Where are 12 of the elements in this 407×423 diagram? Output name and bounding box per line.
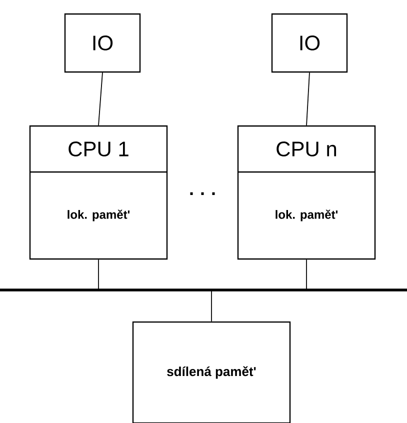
- bus-line: [0, 288, 407, 292]
- connector-line: [306, 259, 307, 290]
- connector-line: [306, 72, 310, 126]
- box: sdílená pamět': [132, 321, 291, 423]
- box: IO: [64, 13, 141, 73]
- connector-line: [98, 259, 99, 290]
- connector-line: [98, 72, 103, 126]
- cpu-box: CPU 1 lok. pamět': [29, 125, 168, 260]
- ellipsis: · · ·: [190, 192, 215, 195]
- box: IO: [271, 13, 348, 73]
- cpu-box: CPU n lok. pamět': [237, 125, 376, 260]
- connector-line: [211, 290, 212, 322]
